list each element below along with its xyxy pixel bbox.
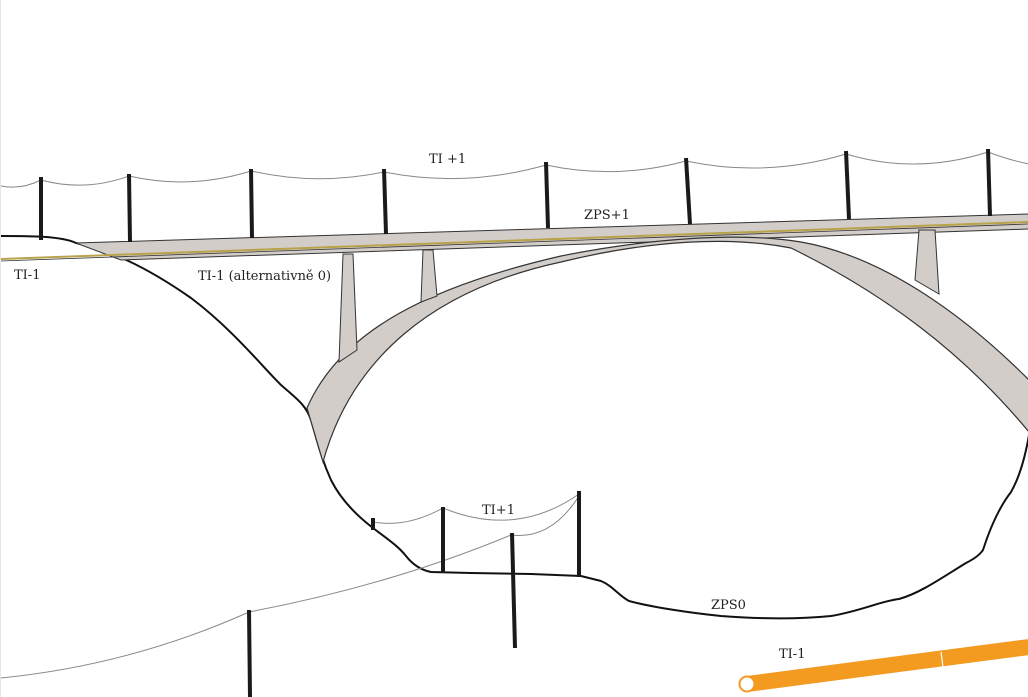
label-ti-plus1-valley: TI+1 (482, 503, 515, 518)
deck-rail (1, 221, 1028, 260)
top-pole-6 (684, 157, 692, 225)
label-zps0: ZPS0 (711, 598, 746, 613)
top-pole-3 (249, 168, 254, 239)
top-pole-5 (544, 161, 550, 229)
bridge-arch (306, 236, 1028, 465)
label-ti-plus1-top: TI +1 (429, 152, 466, 167)
pier-1 (338, 253, 358, 363)
top-pole-8 (986, 148, 992, 217)
pipe-body (745, 639, 1028, 692)
terrain-profile (1, 235, 1028, 620)
underground-pipe (738, 639, 1028, 693)
pipe-joint (940, 651, 944, 668)
label-ti-minus1-left: TI-1 (14, 268, 40, 283)
pier-2 (420, 249, 438, 303)
top-pole-2 (127, 173, 132, 243)
label-zps-plus1: ZPS+1 (584, 208, 630, 223)
valley-cable-lower (1, 495, 580, 679)
valley-cable-upper (372, 493, 580, 524)
label-ti-minus1-pipe: TI-1 (779, 647, 805, 662)
valley-poles (247, 491, 581, 697)
deck-rail-edge (1, 223, 1028, 262)
pipe-end-cap (738, 675, 756, 693)
pier-3 (914, 229, 940, 295)
top-pole-7 (844, 150, 851, 220)
top-poles (39, 148, 992, 243)
valley-pole-4 (510, 532, 517, 649)
top-cable (1, 151, 1028, 188)
top-pole-4 (382, 168, 388, 235)
label-ti-minus1-alt: TI-1 (alternativně 0) (198, 269, 331, 284)
valley-pole-5 (247, 609, 252, 697)
